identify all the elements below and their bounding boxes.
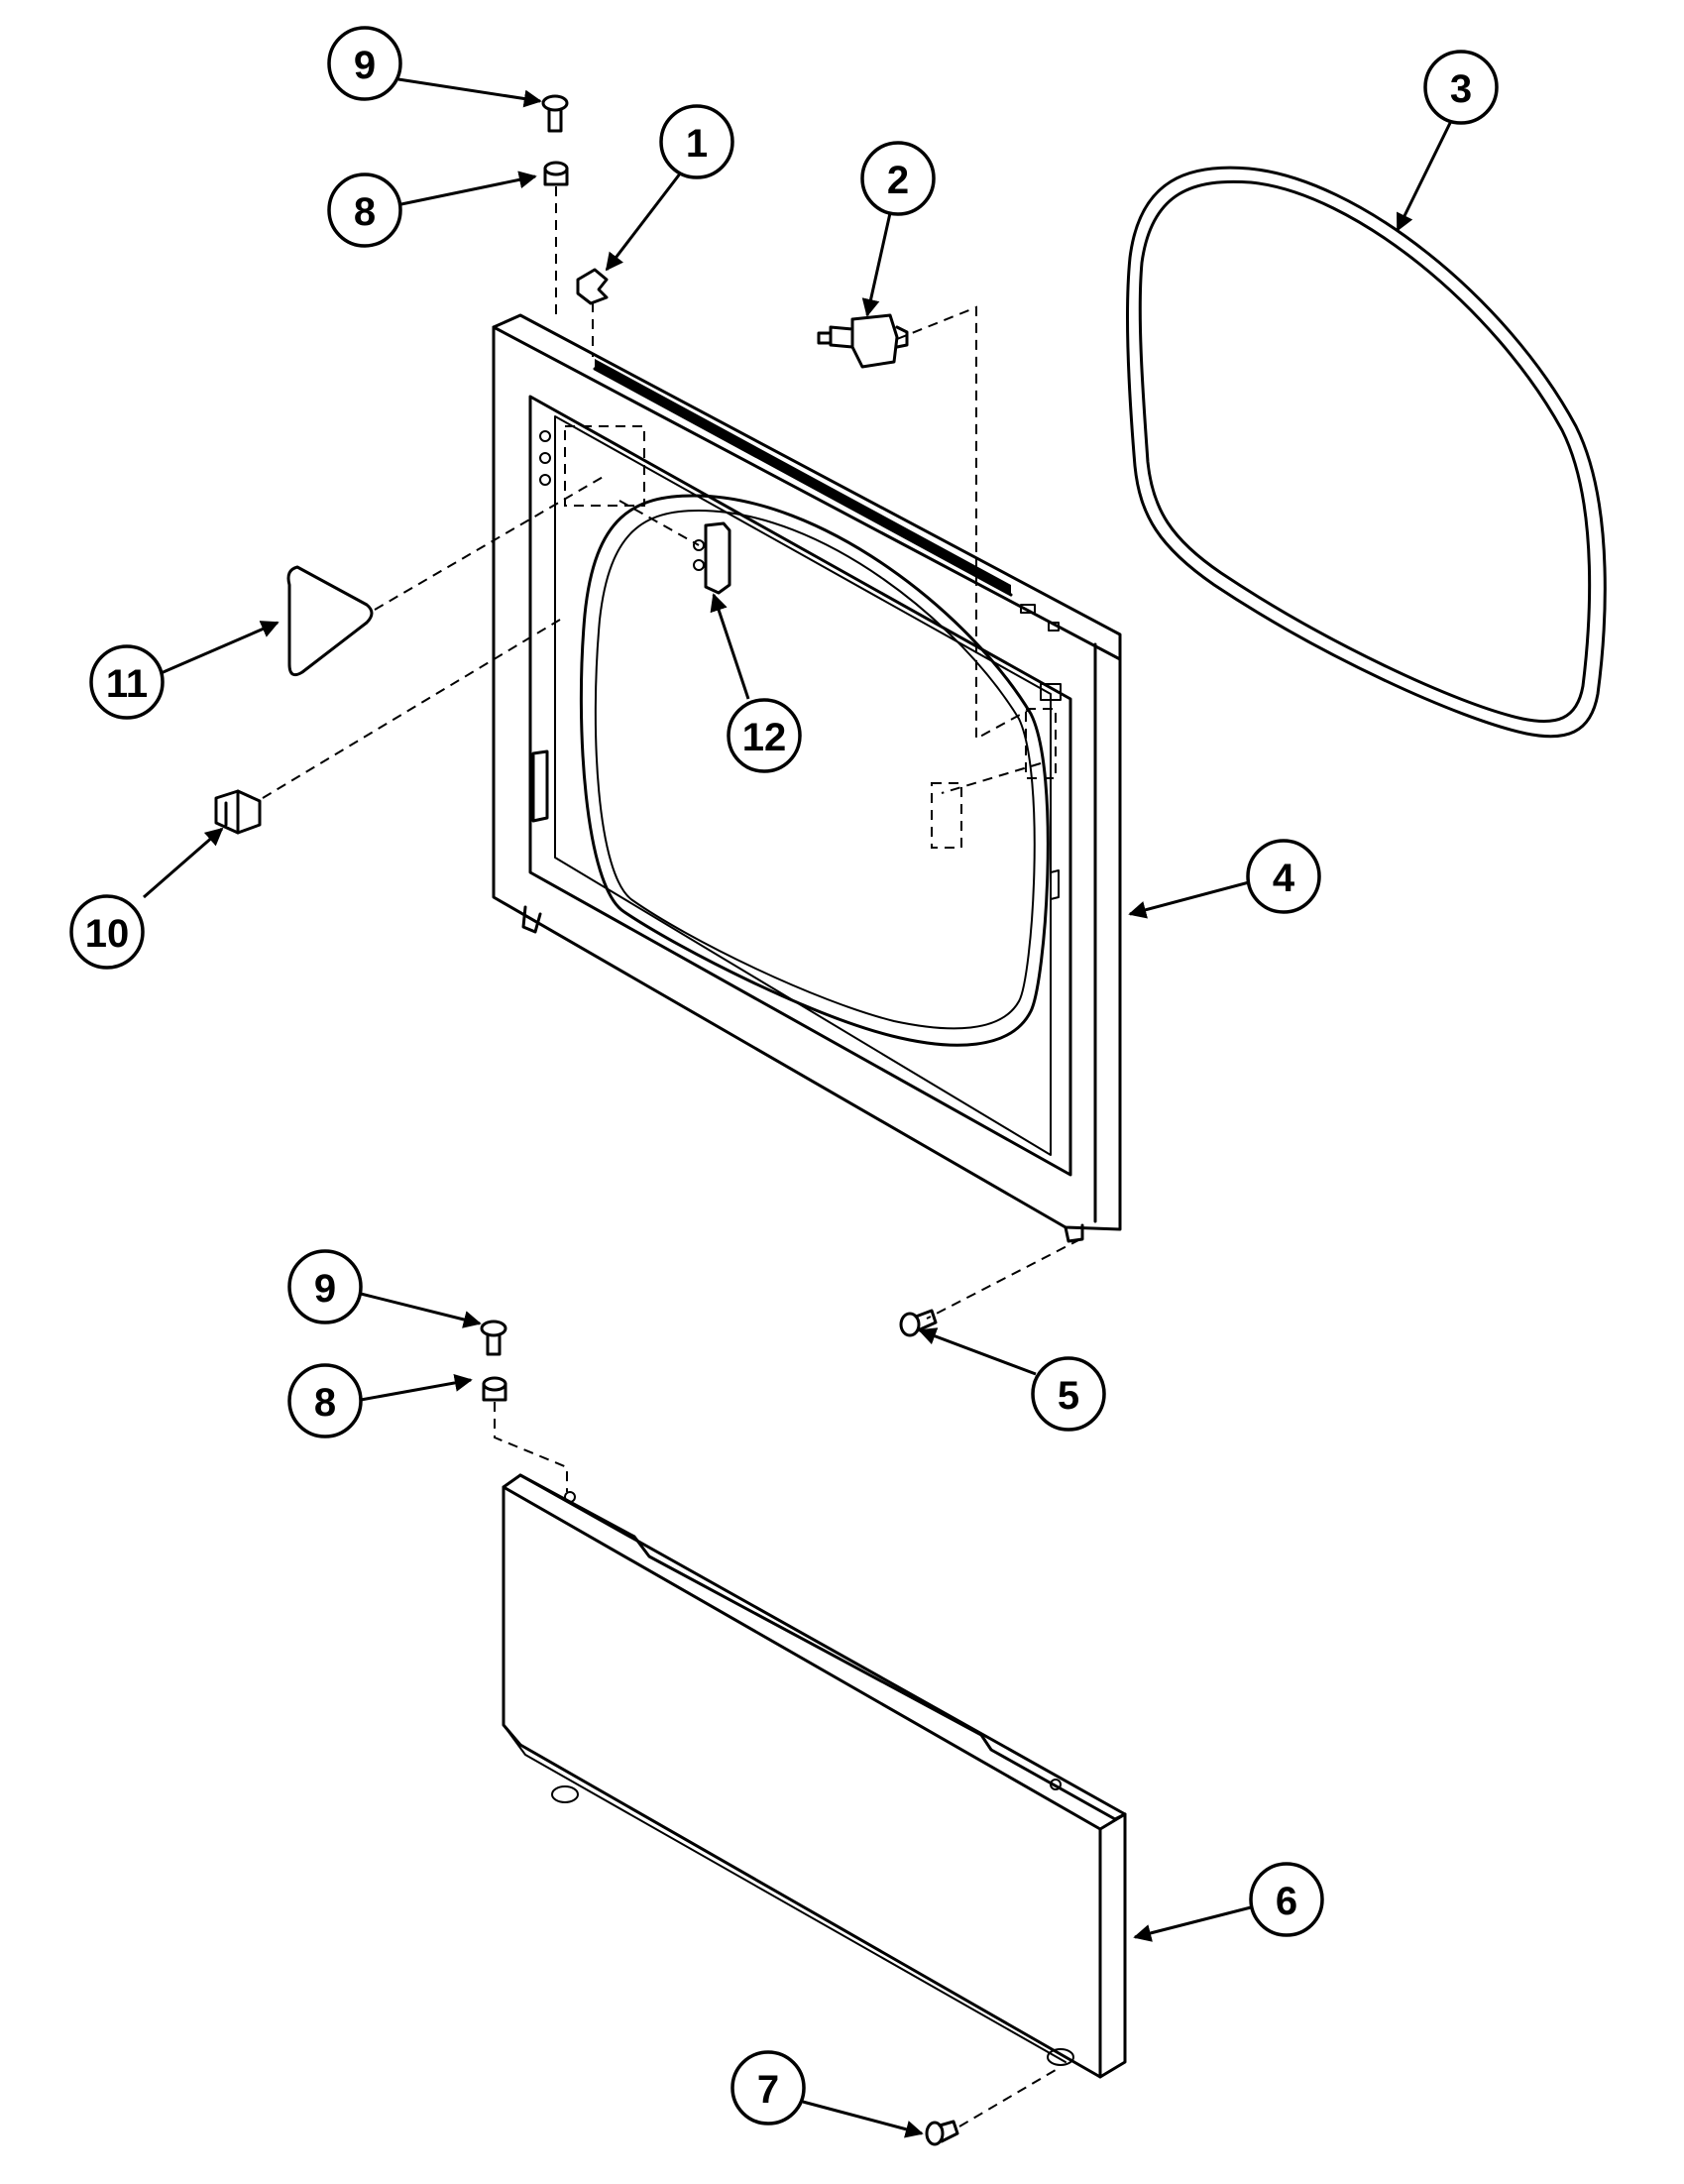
lower-panel	[502, 1473, 1127, 2079]
callout-label: 5	[1058, 1374, 1079, 1418]
callout-9-top: 9	[327, 26, 402, 101]
callout-1: 1	[659, 104, 734, 179]
callout-12: 12	[727, 698, 802, 773]
door-gasket	[1126, 166, 1607, 739]
callout-label: 3	[1450, 67, 1472, 111]
bottom-screw-part	[925, 2120, 959, 2146]
frame-screw-part	[899, 1309, 938, 1337]
triangle-insert-part	[286, 565, 374, 677]
callout-10: 10	[69, 894, 145, 970]
callout-label: 12	[742, 716, 787, 759]
door-switch-part	[817, 313, 909, 369]
callout-3: 3	[1423, 50, 1499, 125]
callout-5: 5	[1031, 1356, 1106, 1432]
top-spacer-part	[543, 161, 569, 186]
callout-7: 7	[730, 2050, 806, 2126]
latch-part	[214, 789, 262, 835]
assembly-lines	[262, 186, 1081, 2127]
callout-label: 9	[354, 44, 376, 87]
callout-label: 4	[1273, 857, 1295, 900]
top-screw-part	[541, 94, 569, 133]
small-clip-part	[576, 268, 609, 305]
callout-label: 1	[686, 122, 708, 166]
callout-label: 10	[85, 912, 130, 956]
door-hinge-part	[693, 521, 731, 595]
callout-label: 11	[106, 662, 148, 706]
callout-11: 11	[89, 644, 165, 720]
lower-screw-part	[480, 1320, 507, 1356]
callout-4: 4	[1246, 839, 1321, 914]
front-panel-frame	[492, 313, 1122, 1243]
callout-8-lower: 8	[287, 1363, 363, 1438]
callout-9-lower: 9	[287, 1249, 363, 1324]
callout-label: 7	[757, 2068, 779, 2112]
leader-lines	[143, 77, 1454, 2138]
callout-6: 6	[1249, 1862, 1324, 1937]
callout-label: 6	[1276, 1880, 1297, 1923]
callout-label: 8	[354, 190, 376, 234]
callout-2: 2	[860, 141, 936, 216]
callout-8-top: 8	[327, 172, 402, 248]
lower-spacer-part	[482, 1376, 507, 1402]
callout-label: 9	[314, 1267, 336, 1311]
callout-label: 2	[887, 159, 909, 202]
callout-label: 8	[314, 1381, 336, 1425]
